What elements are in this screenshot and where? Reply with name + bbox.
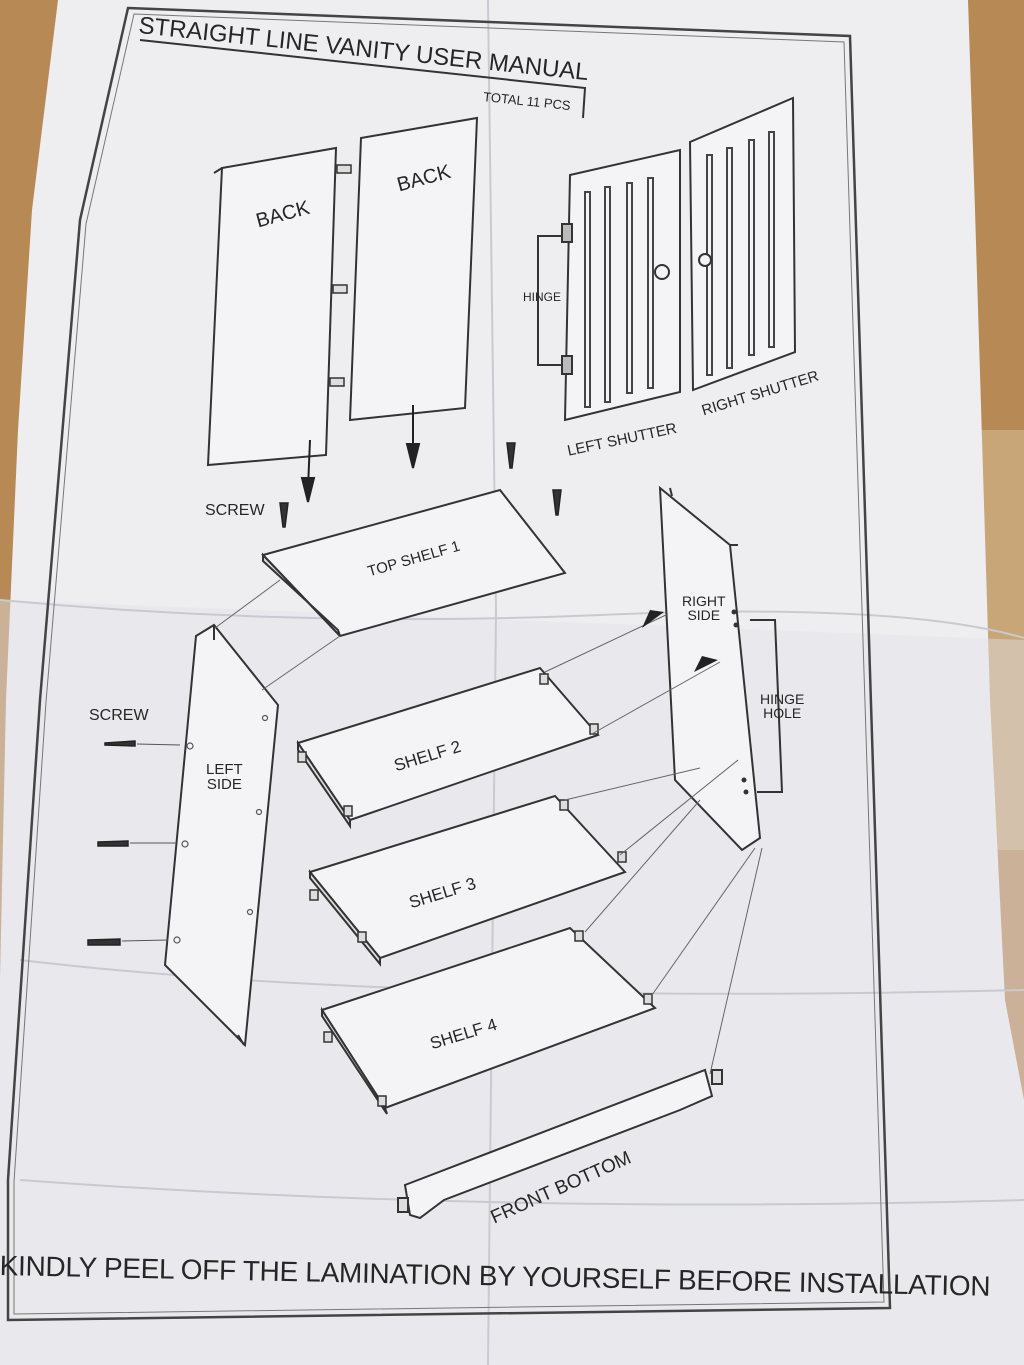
arrows-right-side [642,610,718,672]
right-side-panel [658,485,762,852]
left-side-holes [173,714,269,944]
hinge-bracket [537,223,573,375]
back-dowels [329,164,352,387]
hinge-hole-bracket [750,619,784,793]
screws-left [87,740,136,946]
label-hinge-hole: HINGE HOLE [760,691,805,721]
left-shutter-panel [563,148,681,422]
label-hinge: HINGE [523,290,562,304]
manual-border [6,6,892,1322]
front-bottom-board [397,1068,723,1220]
right-side-holes [731,609,749,795]
label-right-side: RIGHT SIDE [682,593,726,623]
back-panel-left [206,146,338,467]
arrows-back-down [300,405,421,503]
right-shutter-panel [688,96,797,392]
back-panel-right [348,116,479,422]
label-screw-left: SCREW [89,707,149,724]
shelf-4-board [320,926,657,1115]
shelf-2-board [296,666,600,830]
manual-border-inner [13,13,885,1315]
label-left-side: LEFT SIDE [206,761,243,793]
left-side-panel [163,623,280,1048]
top-shelf-1-board [261,488,567,638]
title-underline [139,39,587,119]
screw-guides-left [121,743,181,942]
label-screw-top: SCREW [205,502,265,519]
shelf-dowels [297,673,653,1107]
